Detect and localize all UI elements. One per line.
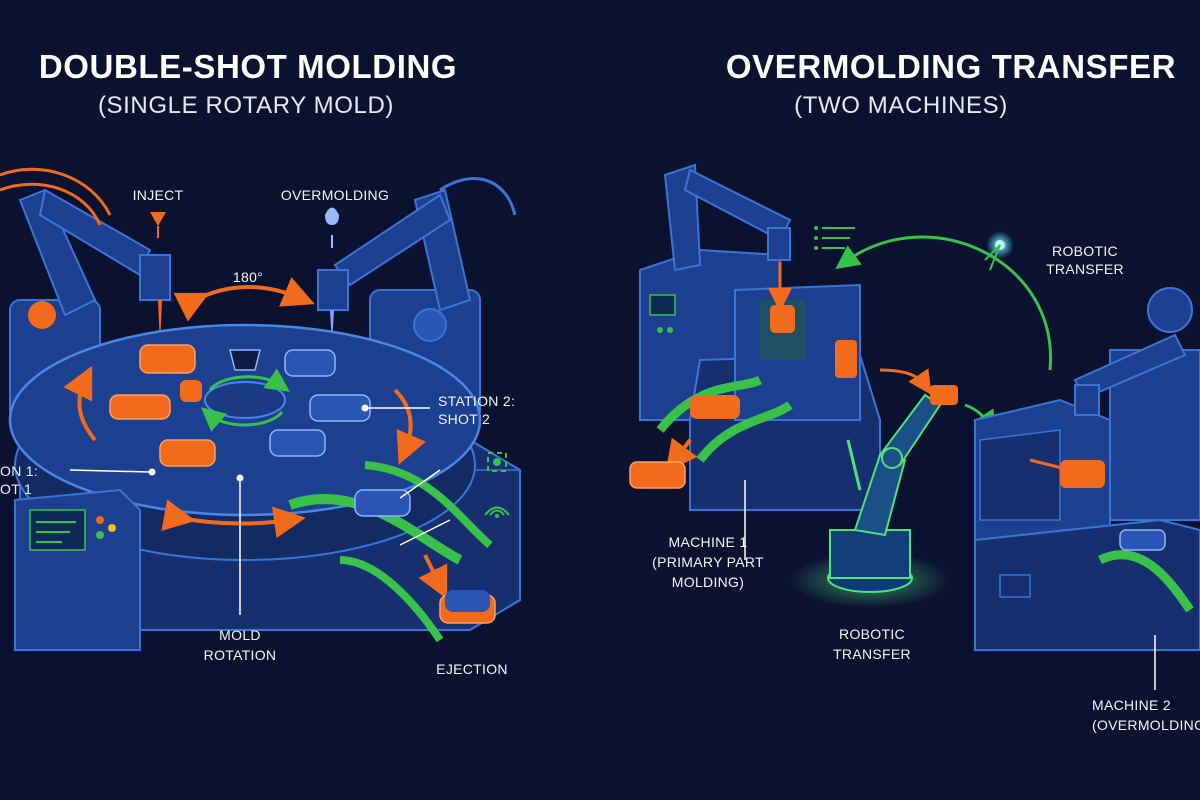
- label-mold-rotation-line1: MOLD: [219, 627, 261, 643]
- label-robotic-transfer-bottom: ROBOTIC TRANSFER: [833, 624, 911, 664]
- mold-rotation-arrow: [161, 499, 306, 539]
- ejection-conveyor: [288, 461, 496, 643]
- label-rotation-angle: 180°: [232, 269, 264, 285]
- signal-icon: [484, 506, 510, 518]
- machine-2: [974, 287, 1200, 651]
- label-robotic-transfer-top: ROBOTIC TRANSFER: [1046, 242, 1124, 278]
- transfer-robot: [790, 368, 997, 608]
- label-overmolding: OVERMOLDING: [280, 187, 390, 203]
- label-machine-2: MACHINE 2 (OVERMOLDING: [1092, 695, 1200, 735]
- label-machine-2-line1: MACHINE 2: [1092, 697, 1171, 713]
- material-drop-icon: [325, 207, 339, 225]
- label-machine-1: MACHINE 1 (PRIMARY PART MOLDING): [652, 532, 764, 592]
- label-inject: INJECT: [132, 187, 184, 203]
- machine-1-conveyor: [629, 375, 793, 489]
- right-title: OVERMOLDING TRANSFER: [725, 48, 1177, 85]
- label-machine-1-line2: (PRIMARY PART: [652, 554, 764, 570]
- label-robotic-transfer-top-line2: TRANSFER: [1046, 261, 1124, 277]
- control-cabinet-left: [14, 488, 141, 651]
- label-station-1: ON 1: OT 1: [0, 462, 38, 498]
- label-machine-1-line3: MOLDING): [671, 574, 745, 590]
- right-subtitle: (TWO MACHINES): [794, 92, 1008, 119]
- sensor-icon: [487, 452, 507, 472]
- label-station-1-line2: OT 1: [0, 481, 33, 497]
- label-station-2: STATION 2: SHOT 2: [438, 392, 515, 428]
- rotation-180-arrow: [173, 277, 315, 322]
- label-mold-rotation: MOLD ROTATION: [204, 625, 277, 665]
- machine-1: [639, 163, 881, 511]
- label-ejection: EJECTION: [436, 661, 508, 677]
- right-panel-illustration: [629, 163, 1200, 690]
- label-station-1-line1: ON 1:: [0, 463, 39, 479]
- left-title: DOUBLE-SHOT MOLDING: [38, 48, 458, 85]
- molded-parts-orange: [109, 344, 216, 467]
- label-mold-rotation-line2: ROTATION: [203, 647, 277, 663]
- left-panel-illustration: [0, 167, 521, 651]
- label-robotic-transfer-bottom-line2: TRANSFER: [833, 646, 911, 662]
- inject-arrow-icon: [150, 212, 166, 226]
- injection-stream: [158, 300, 162, 345]
- molded-parts-overmolded: [229, 349, 371, 457]
- label-machine-1-line1: MACHINE 1: [668, 534, 748, 550]
- left-subtitle: (SINGLE ROTARY MOLD): [97, 92, 395, 119]
- label-station-2-line2: SHOT 2: [438, 411, 491, 427]
- label-machine-2-line2: (OVERMOLDING: [1092, 717, 1200, 733]
- transfer-arc: [835, 235, 1052, 371]
- label-station-2-line1: STATION 2:: [438, 393, 516, 409]
- label-robotic-transfer-bottom-line1: ROBOTIC: [839, 626, 905, 642]
- label-robotic-transfer-top-line1: ROBOTIC: [1052, 243, 1118, 259]
